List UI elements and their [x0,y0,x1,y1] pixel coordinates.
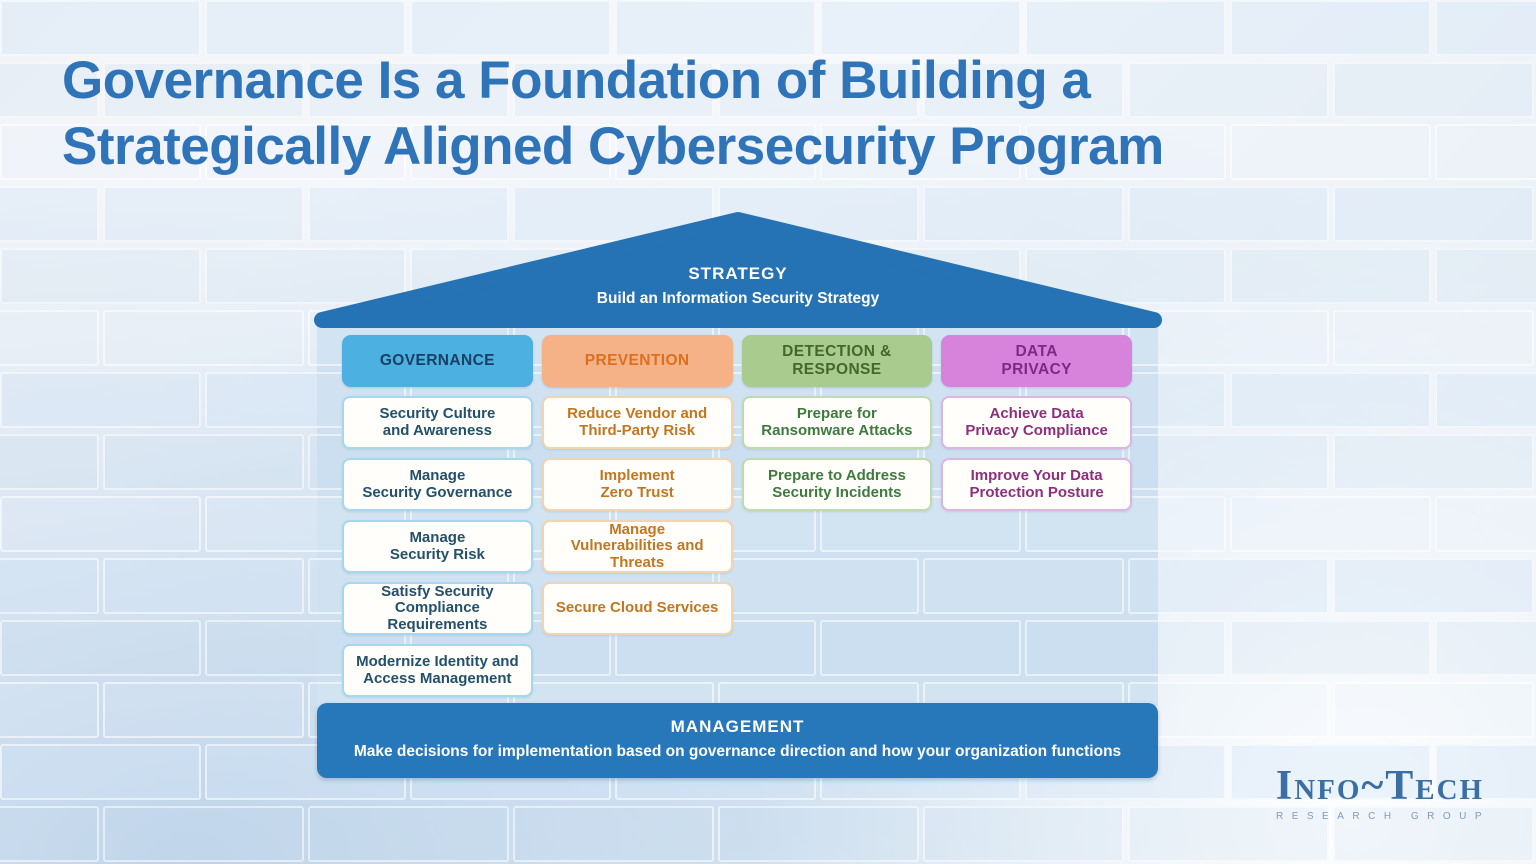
prevention-header: PREVENTION [541,335,733,387]
column-data-privacy: DATA PRIVACY Achieve Data Privacy Compli… [941,335,1132,697]
management-label: MANAGEMENT [670,717,805,736]
strategy-label: STRATEGY [688,264,788,283]
page-title-line1: Governance Is a Foundation of Building a [62,51,1091,110]
pillar-card: Reduce Vendor and Third-Party Risk [541,396,733,449]
management-subtitle: Make decisions for implementation based … [353,743,1122,760]
column-prevention: PREVENTION Reduce Vendor and Third-Party… [541,335,733,697]
governance-header: GOVERNANCE [342,335,533,387]
detection-response-header: DETECTION & RESPONSE [741,335,933,387]
strategy-roof: STRATEGY Build an Information Security S… [308,208,1168,332]
pillar-card: Prepare for Ransomware Attacks [741,396,933,449]
pillar-card: Manage Vulnerabilities and Threats [541,520,733,573]
pillar-card: Manage Security Risk [342,520,533,573]
page-title: Governance Is a Foundation of Building a… [62,48,1462,179]
infotech-logo-subtext: RESEARCH GROUP [1275,811,1490,822]
infotech-logo-wordmark: Info~Tech [1275,763,1485,809]
data-privacy-header: DATA PRIVACY [941,335,1132,387]
pillar-card: Improve Your Data Protection Posture [941,458,1132,511]
pillar-board: GOVERNANCE Security Culture and Awarenes… [342,335,1132,697]
pillar-card: Security Culture and Awareness [342,396,533,449]
strategy-subtitle: Build an Information Security Strategy [596,290,880,307]
pillar-card: Modernize Identity and Access Management [342,644,533,697]
pillar-card: Manage Security Governance [342,458,533,511]
house-interior-panel [317,326,1158,706]
pillar-card: Secure Cloud Services [541,582,733,635]
infotech-logo: Info~Tech RESEARCH GROUP [1270,765,1490,822]
column-governance: GOVERNANCE Security Culture and Awarenes… [342,335,533,697]
column-detection-response: DETECTION & RESPONSE Prepare for Ransomw… [741,335,933,697]
page-title-line2: Strategically Aligned Cybersecurity Prog… [62,116,1164,176]
pillar-card: Implement Zero Trust [541,458,733,511]
roof-triangle-shape [314,212,1162,328]
management-bar: MANAGEMENT Make decisions for implementa… [317,703,1158,778]
pillar-card: Satisfy Security Compliance Requirements [342,582,533,635]
pillar-card: Achieve Data Privacy Compliance [941,396,1132,449]
pillar-card: Prepare to Address Security Incidents [741,458,933,511]
